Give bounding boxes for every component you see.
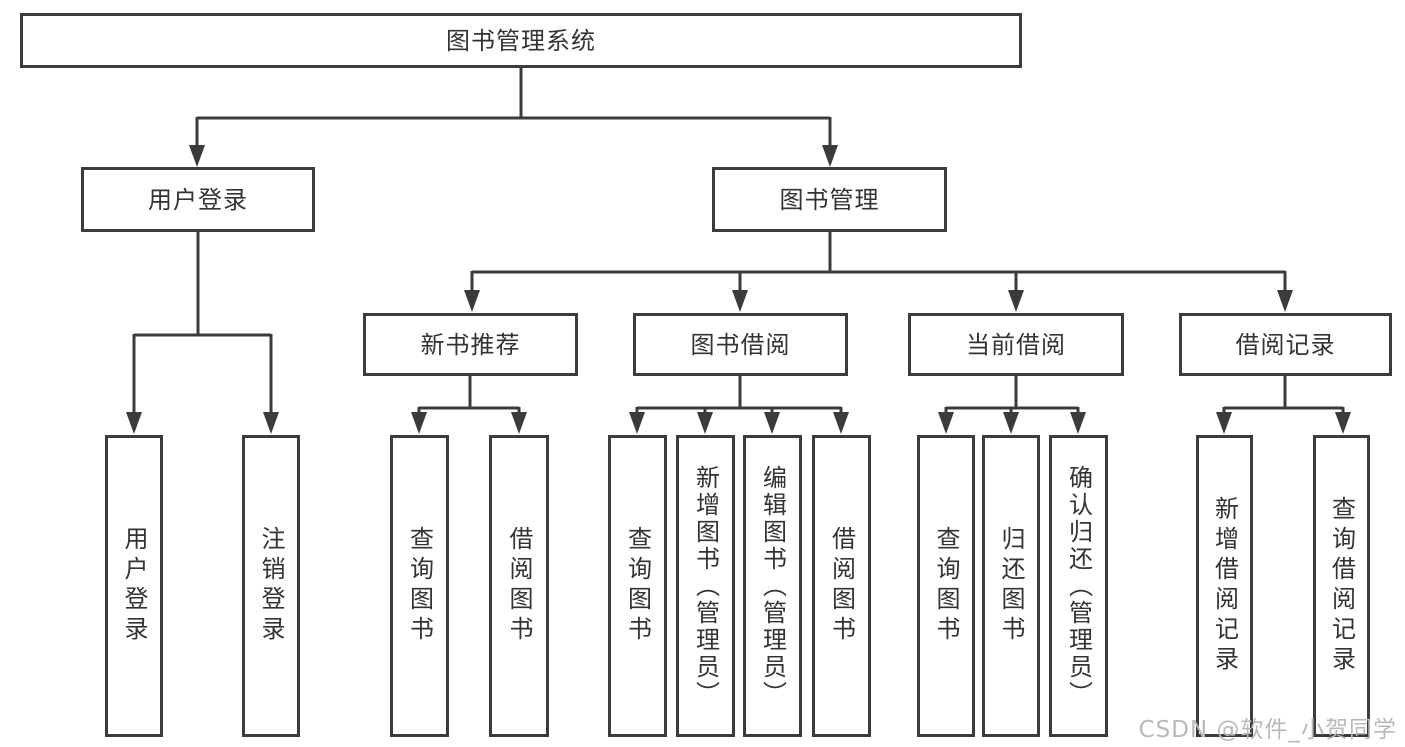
node-leaf-confirm-return-admin: 确认归还（管理员） <box>1049 435 1108 737</box>
node-leaf-logout: 注销登录 <box>242 435 300 737</box>
node-new-book-recommend: 新书推荐 <box>363 313 578 376</box>
node-leaf-borrow-books-2: 借阅图书 <box>812 435 871 737</box>
node-leaf-borrow-books-1: 借阅图书 <box>489 435 549 737</box>
node-leaf-return-books: 归还图书 <box>982 435 1040 737</box>
node-root-system: 图书管理系统 <box>20 13 1022 68</box>
node-borrow-records: 借阅记录 <box>1179 313 1392 376</box>
csdn-watermark: CSDN @软件_小贺同学 <box>1138 717 1397 743</box>
arrowheads <box>126 145 1351 434</box>
node-leaf-edit-books-admin: 编辑图书（管理员） <box>743 435 802 737</box>
node-leaf-user-login: 用户登录 <box>105 435 163 737</box>
node-leaf-query-books-2: 查询图书 <box>608 435 667 737</box>
node-book-borrow: 图书借阅 <box>633 313 848 376</box>
node-leaf-add-books-admin: 新增图书（管理员） <box>676 435 735 737</box>
node-leaf-add-borrow-record: 新增借阅记录 <box>1196 435 1253 737</box>
node-leaf-query-books-1: 查询图书 <box>390 435 449 737</box>
node-book-management: 图书管理 <box>712 167 947 232</box>
node-user-login: 用户登录 <box>81 167 315 232</box>
node-leaf-query-borrow-record: 查询借阅记录 <box>1313 435 1370 737</box>
node-leaf-query-books-3: 查询图书 <box>917 435 975 737</box>
node-current-borrow: 当前借阅 <box>908 313 1124 376</box>
